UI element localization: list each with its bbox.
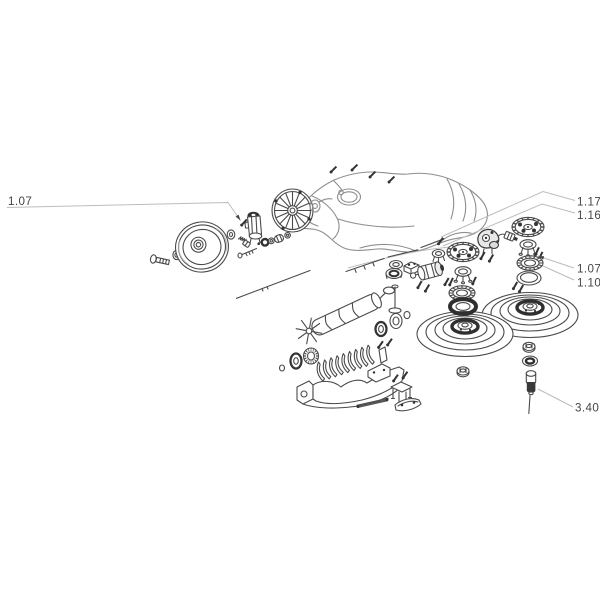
callouts: 1.07 1.17 1.16 1.07 1.10 3.40: [6, 190, 600, 415]
callout-1-16[interactable]: 1.16: [442, 203, 600, 247]
part-ref-label[interactable]: 1.16: [577, 209, 600, 222]
hub-adapter-right: [518, 239, 538, 258]
blade-bar: [356, 397, 389, 409]
front-caster-wheel: [175, 221, 229, 273]
pulley-disc-right: [512, 217, 544, 236]
callout-1-17[interactable]: 1.17: [440, 190, 600, 238]
cover-plate: [394, 398, 422, 412]
seal-ring-right: [516, 270, 542, 286]
leader-line: [537, 255, 575, 269]
ball-bearing-right: [517, 256, 543, 270]
spacer-set: [257, 231, 291, 247]
cotter-pin: [528, 394, 531, 415]
leader-arrow: [538, 256, 545, 260]
callout-1-07-right[interactable]: 1.07: [537, 255, 600, 276]
lock-nut-left: [456, 366, 470, 378]
callout-1-07-left[interactable]: 1.07: [6, 195, 241, 221]
roller-bearings: [278, 310, 411, 372]
part-ref-label[interactable]: 1.07: [577, 263, 600, 276]
pump-unit: [476, 228, 508, 265]
body-screw: [348, 163, 360, 173]
bearing-stack: [385, 259, 404, 280]
wheel-bracket: [309, 198, 333, 213]
leader-arrow: [235, 214, 241, 221]
callout-3-40[interactable]: 3.40: [537, 388, 599, 415]
leader-line: [440, 190, 576, 238]
blade-shaft: [235, 238, 445, 299]
hub-adapter-left: [453, 266, 473, 285]
roll-pin: [242, 239, 251, 248]
comb-chassis: [296, 337, 405, 409]
caster-bolt: [149, 254, 170, 266]
cable-connector: [503, 230, 518, 242]
leader-line: [542, 265, 575, 281]
seal-ring-left: [448, 297, 478, 316]
lock-nut-right: [522, 341, 536, 353]
leader-line: [442, 203, 576, 247]
axle-washer: [226, 229, 236, 240]
brush-roller: [295, 292, 382, 345]
disc-screw: [509, 281, 521, 292]
release-lever: [377, 286, 396, 304]
pulley-disc-left: [447, 242, 479, 261]
body-screw: [327, 165, 339, 175]
axle-screw: [237, 247, 258, 259]
mount-screw: [238, 218, 250, 228]
terminal-block: [403, 261, 420, 276]
spindle-bolt: [525, 370, 537, 396]
disc-cup: [431, 248, 446, 264]
blade-disc-left: [415, 309, 515, 359]
callout-1-10[interactable]: 1.10: [542, 265, 600, 290]
leader-line: [6, 201, 241, 221]
part-ref-label[interactable]: 3.40: [575, 402, 599, 415]
part-ref-label[interactable]: 1.10: [577, 277, 600, 290]
wheel-gear-motor: [244, 211, 263, 244]
leader-line: [537, 388, 574, 408]
drive-wheel: [271, 188, 314, 233]
part-ref-label[interactable]: 1.07: [8, 195, 32, 208]
part-ref-label[interactable]: 1.17: [577, 196, 600, 209]
exploded-view-artwork: [149, 163, 580, 415]
bearing-cap: [521, 355, 539, 367]
blade-motor: [409, 261, 453, 295]
